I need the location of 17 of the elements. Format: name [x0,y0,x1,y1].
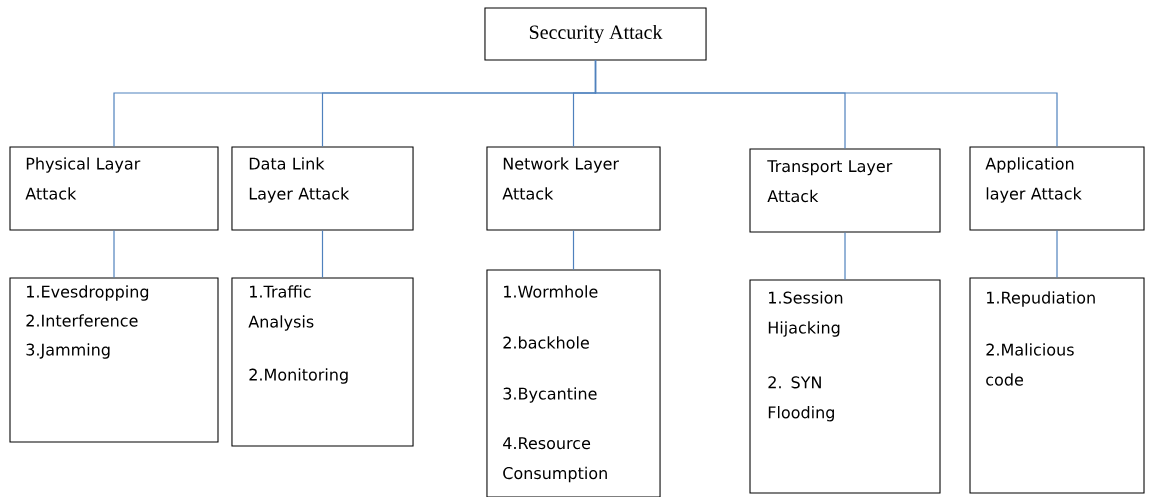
category-box: Data Link Layer Attack [231,146,414,231]
attack-list-box: 1.Wormhole 2.backhole 3.Bycantine 4.Resource Consumption [486,269,661,497]
category-box: Application layer Attack [969,146,1145,231]
attack-list-box: 1.Repudiation 2.Malicious code [969,277,1145,494]
connector-line [844,231,846,281]
connector-line [113,229,115,279]
attack-list-box: 1.Traffic Analysis 2.Monitoring [231,277,414,447]
category-box: Network Layer Attack [486,146,661,231]
connector-line [1056,229,1058,279]
attack-list-box: 1.Session Hijacking 2. SYN Flooding [749,279,941,494]
attack-list-box: 1.Evesdropping 2.Interference 3.Jamming [9,277,219,443]
title-box: Seccurity Attack [484,7,707,61]
connector-line [321,229,324,279]
connector-line [594,59,1058,148]
connector-line [572,229,575,271]
category-box: Physical Layar Attack [9,146,219,231]
category-box: Transport Layer Attack [749,148,941,233]
